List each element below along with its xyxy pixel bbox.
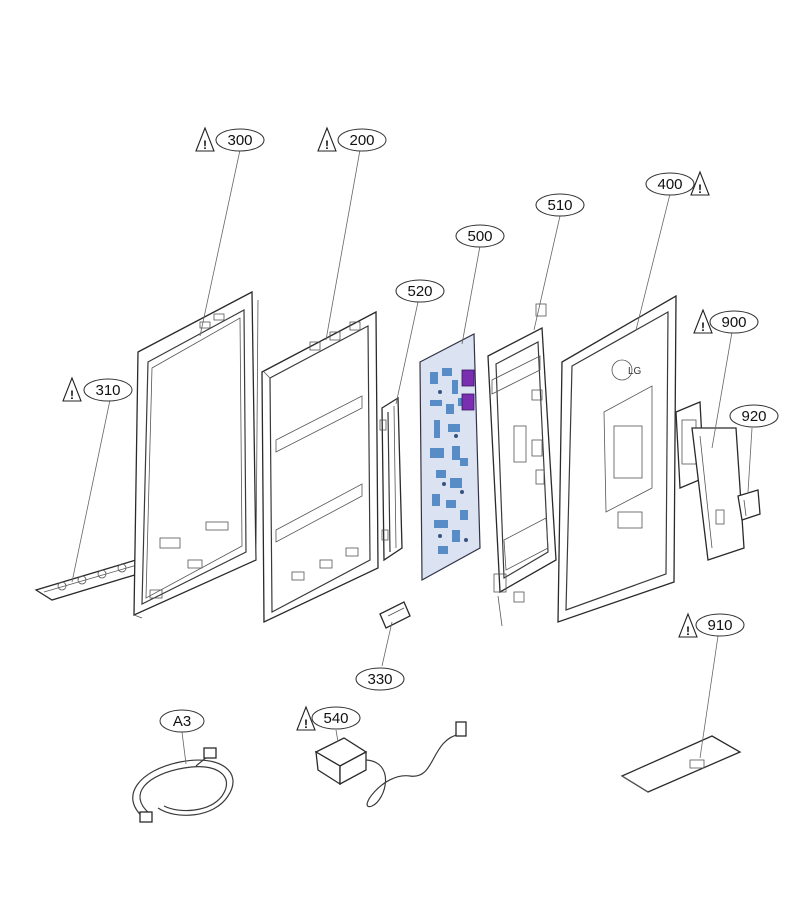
part-number-label: 920 xyxy=(741,408,766,425)
callout-900: ! 900 xyxy=(693,308,759,334)
part-A3-power-cord xyxy=(132,747,234,823)
warning-icon: ! xyxy=(690,170,710,196)
svg-text:!: ! xyxy=(70,388,74,402)
part-number-label: 500 xyxy=(467,228,492,245)
part-520-bracket xyxy=(379,396,403,562)
part-number-label: 300 xyxy=(227,132,252,149)
svg-text:!: ! xyxy=(698,182,702,196)
part-330-small-board xyxy=(379,601,411,629)
callout-A3: A3 xyxy=(159,709,205,733)
warning-icon: ! xyxy=(62,376,82,402)
part-510-chassis xyxy=(487,303,557,627)
part-number-label: A3 xyxy=(173,713,191,730)
part-number-label: 900 xyxy=(721,314,746,331)
callout-400: 400 ! xyxy=(645,170,710,196)
svg-text:!: ! xyxy=(701,320,705,334)
part-number-label: 540 xyxy=(323,710,348,727)
callout-520: 520 xyxy=(395,279,445,303)
part-number-label: 310 xyxy=(95,382,120,399)
leader-lines xyxy=(71,149,753,765)
svg-text:!: ! xyxy=(203,138,207,152)
part-540-power-adapter xyxy=(314,721,467,808)
callout-920: 920 xyxy=(729,404,779,428)
callout-310: ! 310 xyxy=(62,376,133,402)
part-number-label: 510 xyxy=(547,197,572,214)
svg-text:!: ! xyxy=(686,624,690,638)
part-number-label: 400 xyxy=(657,176,682,193)
part-920-clip xyxy=(737,489,761,521)
warning-icon: ! xyxy=(317,126,337,152)
warning-icon: ! xyxy=(693,308,713,334)
callout-500: 500 xyxy=(455,224,505,248)
part-number-label: 200 xyxy=(349,132,374,149)
svg-text:!: ! xyxy=(304,717,308,731)
brand-logo: LG xyxy=(628,366,642,377)
warning-icon: ! xyxy=(195,126,215,152)
part-910-manual xyxy=(620,735,742,793)
part-400-back-cover: LG xyxy=(557,294,677,623)
callout-200: ! 200 xyxy=(317,126,387,152)
warning-icon: ! xyxy=(296,705,316,731)
callout-910: ! 910 xyxy=(678,612,745,638)
part-number-label: 910 xyxy=(707,617,732,634)
callout-300: ! 300 xyxy=(195,126,265,152)
callout-330: 330 xyxy=(355,667,405,691)
part-900-stand xyxy=(675,401,745,561)
part-300-front-frame xyxy=(133,290,259,619)
part-number-label: 520 xyxy=(407,283,432,300)
part-200-lcd-panel xyxy=(261,310,379,624)
svg-text:!: ! xyxy=(325,138,329,152)
part-number-label: 330 xyxy=(367,671,392,688)
warning-icon: ! xyxy=(678,612,698,638)
callout-510: 510 xyxy=(535,193,585,217)
part-500-main-board xyxy=(419,333,481,582)
callout-540: ! 540 xyxy=(296,705,361,731)
